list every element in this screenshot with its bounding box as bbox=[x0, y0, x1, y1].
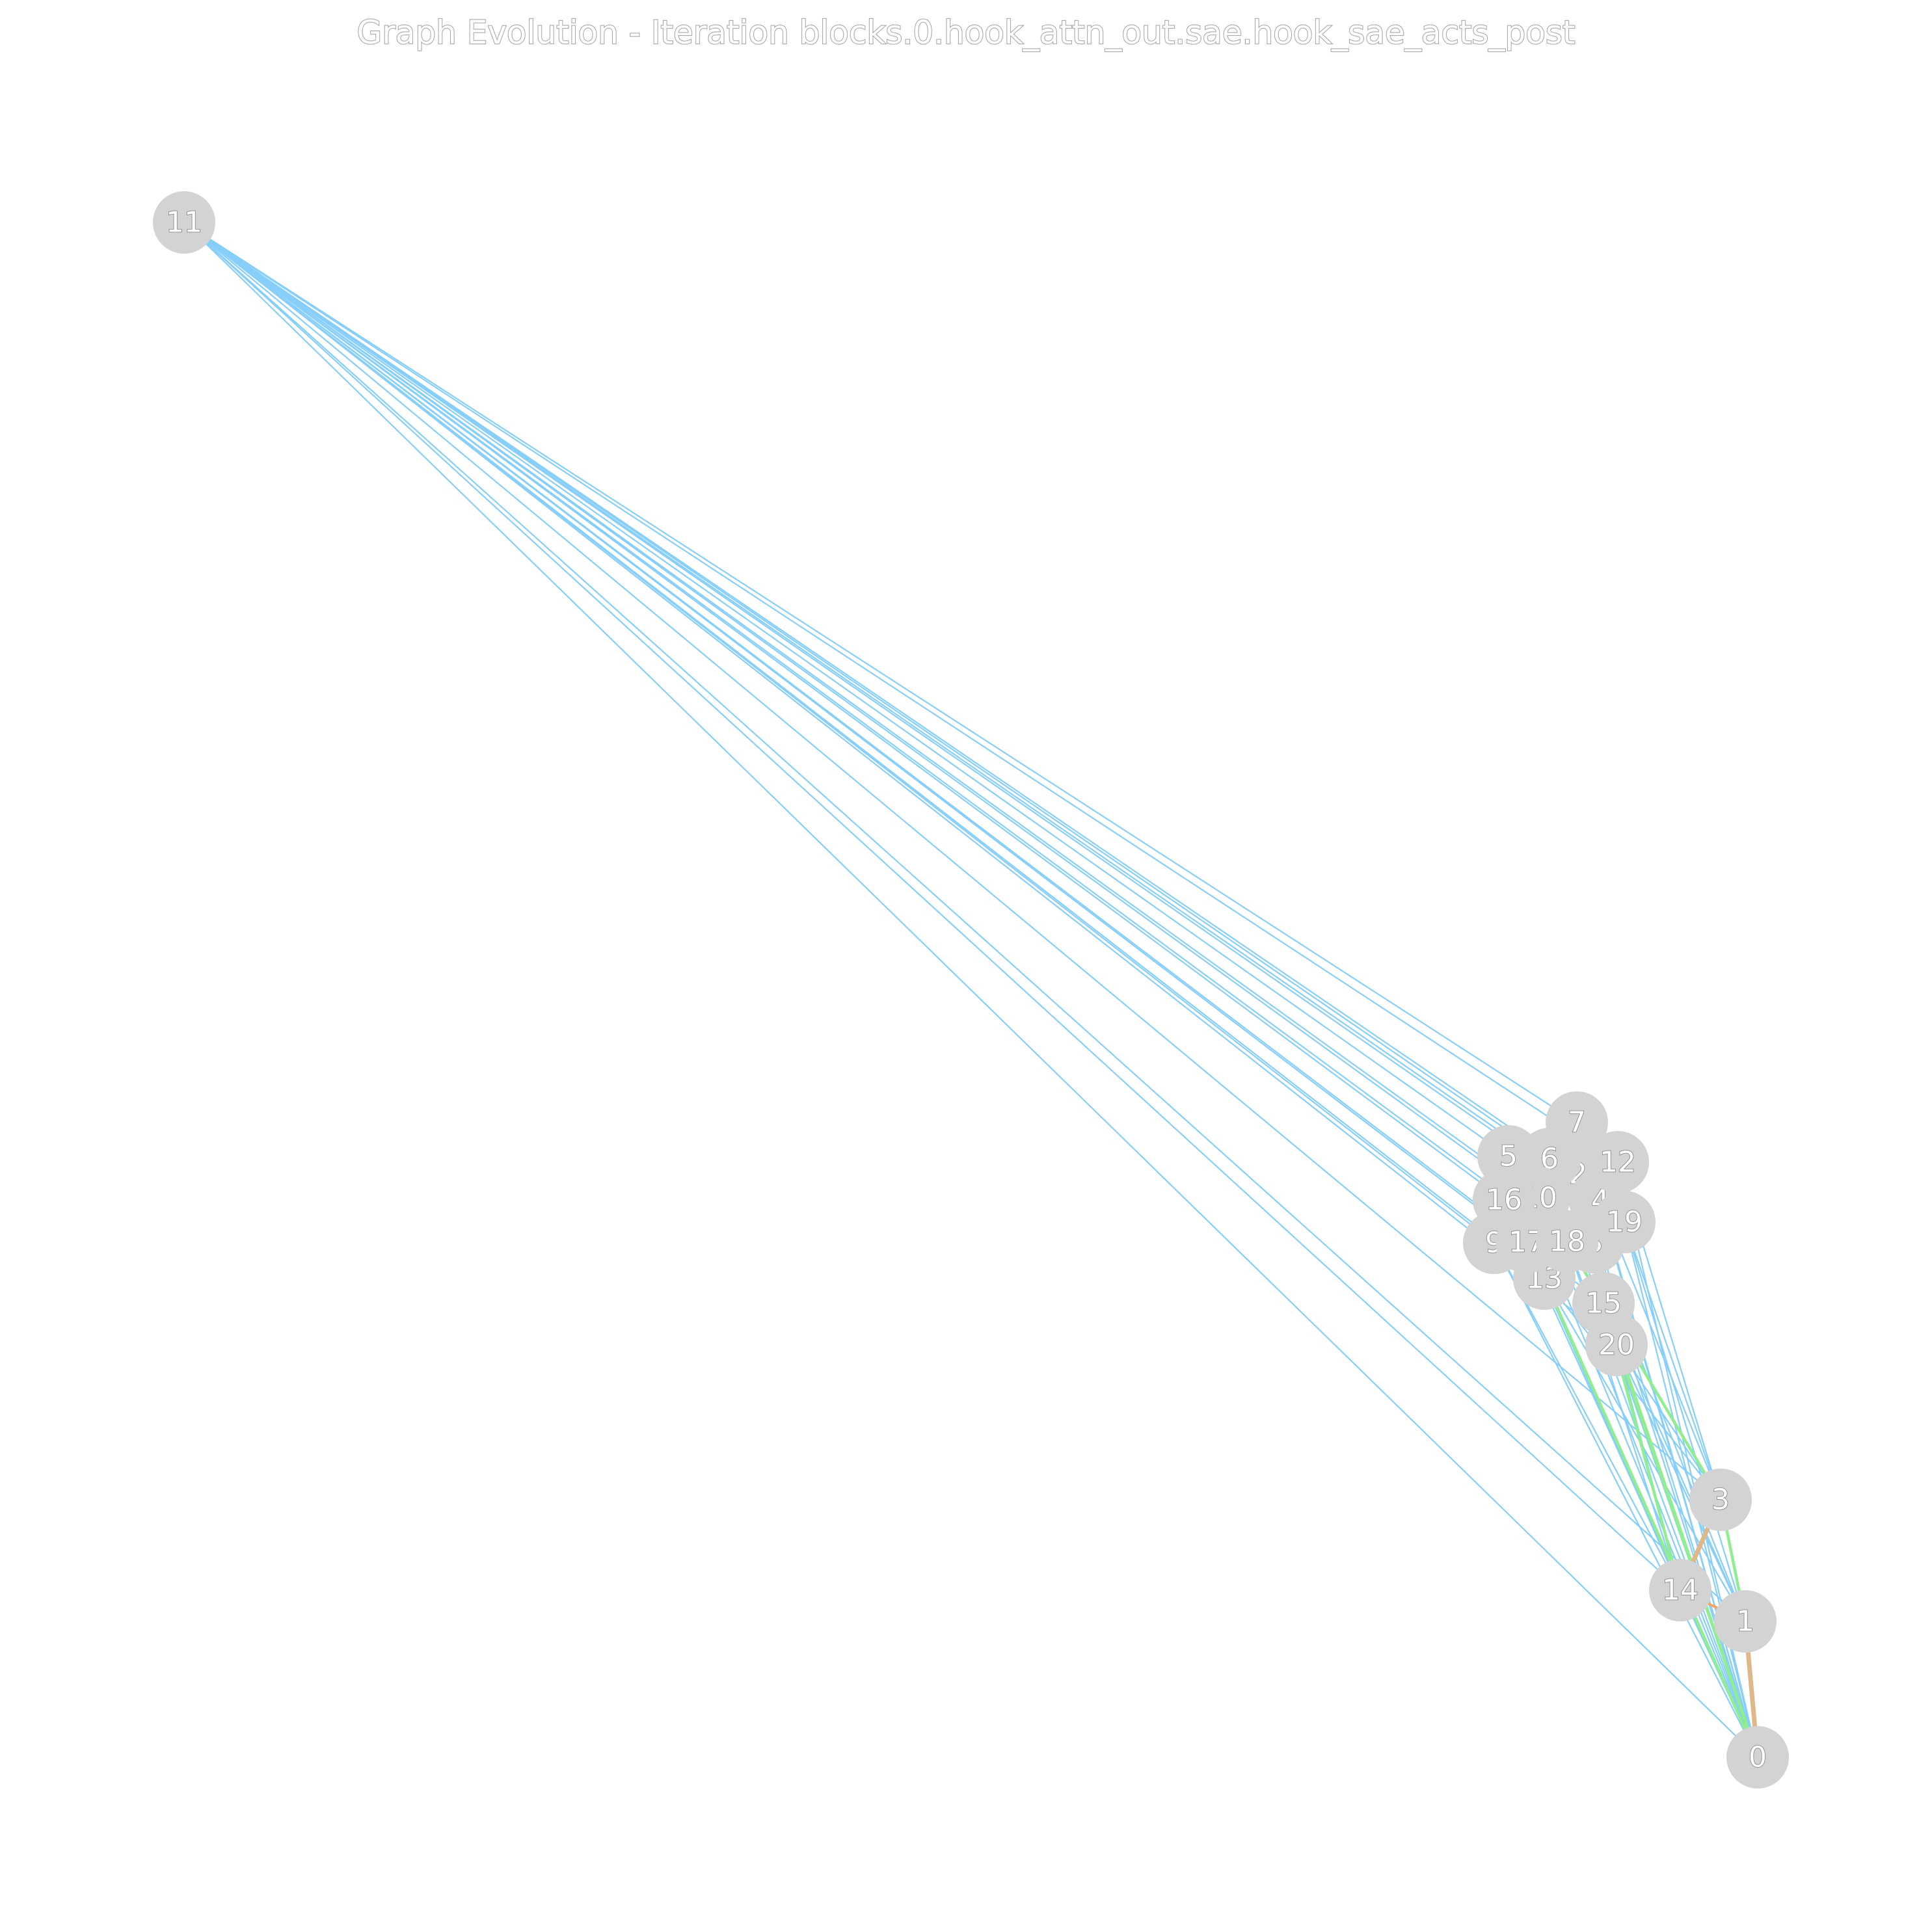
node-circle bbox=[1593, 1191, 1656, 1253]
edge-11-1 bbox=[183, 221, 1747, 1623]
nodes-layer: 01234567891011121314151617181920 bbox=[153, 191, 1789, 1789]
edge-0-13 bbox=[1542, 1277, 1760, 1759]
edge-1-20 bbox=[1615, 1344, 1747, 1623]
node-label: 1 bbox=[1736, 1605, 1754, 1638]
edge-1-13 bbox=[1543, 1277, 1747, 1623]
edge-0-2 bbox=[1577, 1173, 1759, 1759]
edge-1-19 bbox=[1623, 1221, 1747, 1623]
node-label: 19 bbox=[1606, 1206, 1643, 1239]
node-11[interactable]: 11 bbox=[153, 191, 215, 254]
edge-11-12 bbox=[183, 221, 1619, 1164]
graph-title: Graph Evolution - Iteration blocks.0.hoo… bbox=[356, 14, 1575, 51]
edge-0-12 bbox=[1617, 1161, 1759, 1759]
edge-11-13 bbox=[183, 221, 1546, 1280]
node-circle bbox=[1689, 1469, 1752, 1531]
edge-11-19 bbox=[183, 221, 1626, 1223]
node-circle bbox=[153, 191, 215, 254]
node-circle bbox=[1649, 1559, 1711, 1621]
edge-11-14 bbox=[183, 221, 1682, 1591]
node-label: 14 bbox=[1662, 1574, 1698, 1607]
node-label: 0 bbox=[1749, 1741, 1767, 1774]
node-label: 3 bbox=[1711, 1483, 1730, 1517]
node-7[interactable]: 7 bbox=[1546, 1091, 1608, 1154]
edge-11-6 bbox=[183, 221, 1551, 1160]
node-label: 12 bbox=[1600, 1146, 1636, 1179]
node-12[interactable]: 12 bbox=[1587, 1131, 1649, 1193]
edge-11-20 bbox=[183, 221, 1618, 1346]
node-circle bbox=[1726, 1726, 1789, 1789]
edge-11-5 bbox=[183, 221, 1510, 1158]
node-16[interactable]: 16 bbox=[1473, 1169, 1535, 1231]
edge-0-19 bbox=[1623, 1221, 1759, 1759]
node-label: 11 bbox=[166, 206, 202, 239]
node-3[interactable]: 3 bbox=[1689, 1469, 1752, 1531]
node-circle bbox=[1587, 1131, 1649, 1193]
node-circle bbox=[1714, 1590, 1777, 1653]
edge-11-17 bbox=[183, 221, 1528, 1244]
node-label: 16 bbox=[1486, 1184, 1522, 1217]
edge-11-3 bbox=[183, 221, 1722, 1501]
edge-11-10 bbox=[183, 221, 1540, 1199]
edge-0-9 bbox=[1493, 1242, 1759, 1759]
node-0[interactable]: 0 bbox=[1726, 1726, 1789, 1789]
edge-0-20 bbox=[1615, 1343, 1760, 1759]
edge-11-18 bbox=[183, 221, 1568, 1243]
node-18[interactable]: 18 bbox=[1536, 1210, 1598, 1273]
node-label: 18 bbox=[1549, 1225, 1585, 1258]
node-circle bbox=[1536, 1210, 1598, 1273]
node-19[interactable]: 19 bbox=[1593, 1191, 1656, 1253]
node-14[interactable]: 14 bbox=[1649, 1559, 1711, 1621]
node-circle bbox=[1546, 1091, 1608, 1154]
node-label: 20 bbox=[1598, 1329, 1635, 1362]
edge-11-0 bbox=[183, 221, 1759, 1759]
edge-3-19 bbox=[1623, 1221, 1722, 1501]
edge-11-7 bbox=[183, 221, 1578, 1124]
node-20[interactable]: 20 bbox=[1585, 1314, 1648, 1376]
node-label: 7 bbox=[1568, 1106, 1586, 1139]
node-label: 5 bbox=[1499, 1140, 1518, 1173]
node-1[interactable]: 1 bbox=[1714, 1590, 1777, 1653]
node-circle bbox=[1585, 1314, 1648, 1376]
